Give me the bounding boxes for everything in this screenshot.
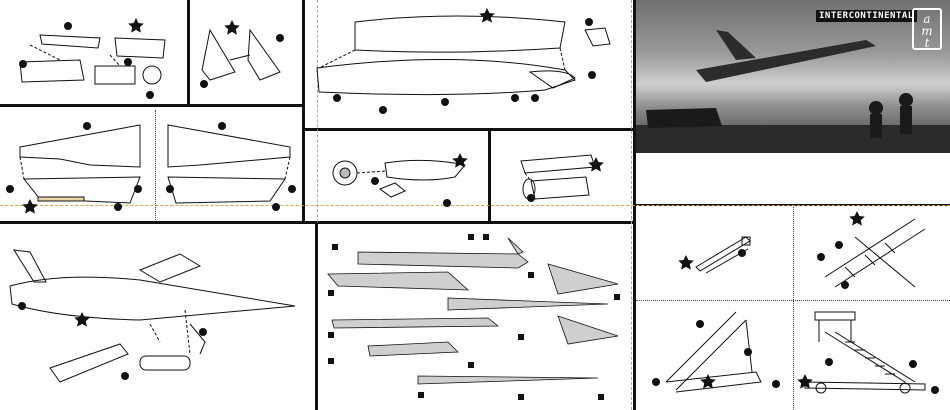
star-icon xyxy=(128,18,144,33)
callout-dot xyxy=(64,22,72,30)
amt-logo: a m t xyxy=(912,8,942,50)
panel-wing-assembly xyxy=(0,107,302,221)
panel-tail-assembly xyxy=(190,0,302,104)
panel-ladder-frame xyxy=(795,207,950,300)
panel-exhaust-assembly xyxy=(491,131,633,221)
star-icon xyxy=(678,255,694,270)
star-icon xyxy=(22,199,38,214)
panel-launcher-rail xyxy=(636,302,793,410)
star-icon xyxy=(479,8,495,23)
logo-line-t: t xyxy=(914,37,940,49)
star-icon xyxy=(849,211,865,226)
panel-fuselage-halves xyxy=(305,0,633,128)
panel-decal-placement xyxy=(318,224,631,410)
star-icon xyxy=(700,374,716,389)
right-grid-h xyxy=(636,300,950,301)
panel-nose-assembly xyxy=(305,131,488,221)
panel-engine-assembly xyxy=(0,0,187,104)
star-icon xyxy=(224,20,240,35)
panel-launcher-parts xyxy=(636,207,793,300)
box-art-photo: INTERCONTINENTAL a m t xyxy=(636,0,950,153)
star-icon xyxy=(588,157,604,172)
brand-logo: INTERCONTINENTAL xyxy=(816,10,917,22)
star-icon xyxy=(74,312,90,327)
panel-service-stairs xyxy=(795,302,950,410)
right-grid-v xyxy=(793,207,794,410)
star-icon xyxy=(452,153,468,168)
panel-final-assembly xyxy=(0,224,315,410)
missile-silhouette xyxy=(696,40,876,82)
